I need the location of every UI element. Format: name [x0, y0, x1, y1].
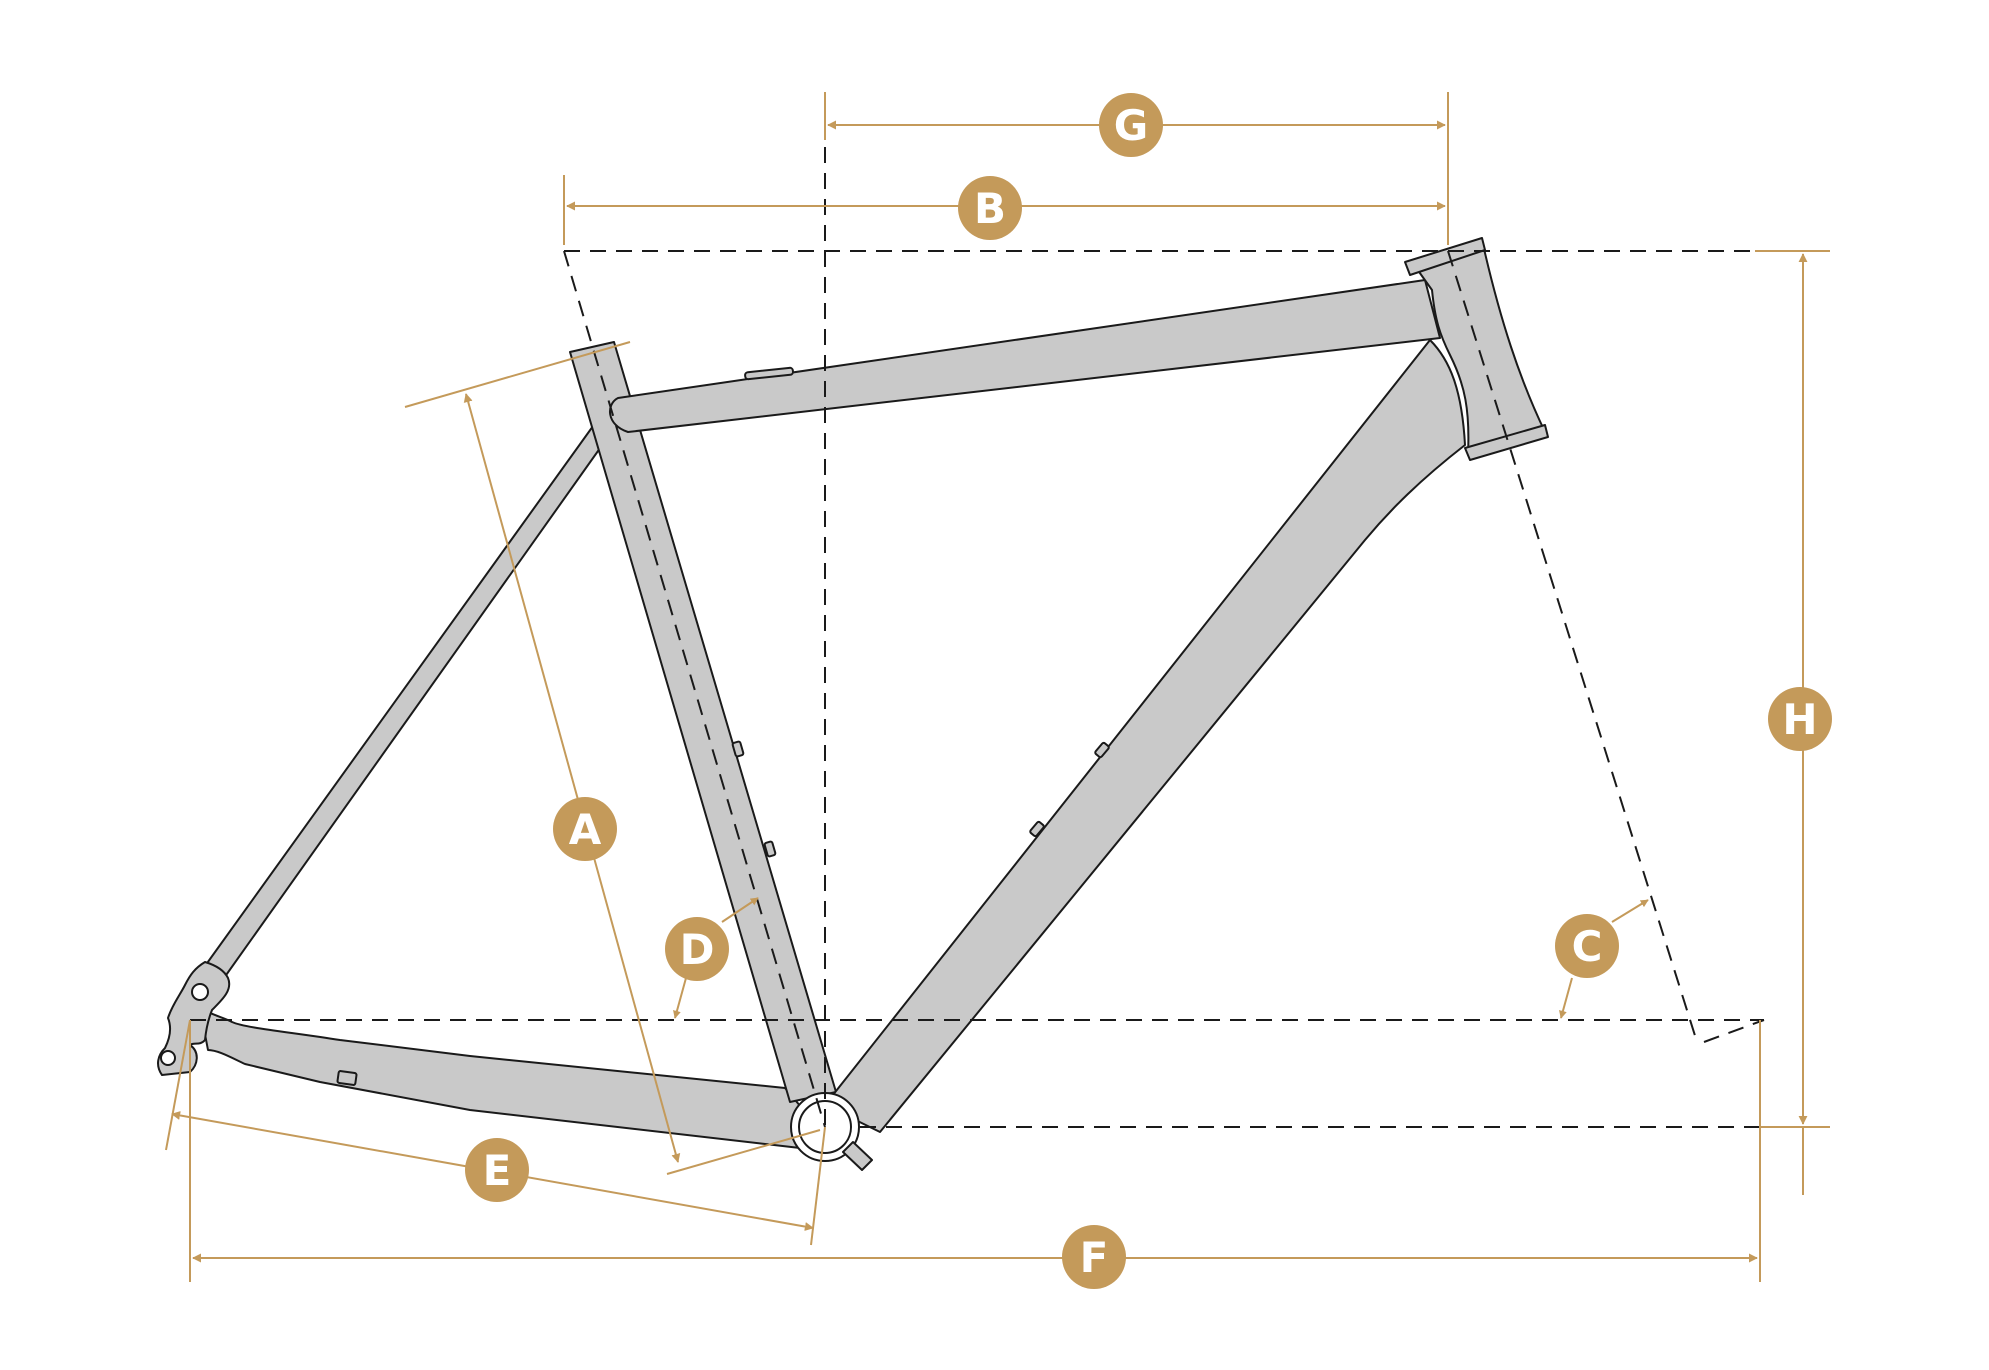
fork-offset-line	[1703, 1019, 1765, 1043]
bike-frame	[157, 237, 1549, 1171]
label-c-text: C	[1572, 922, 1603, 971]
top-tube	[609, 279, 1441, 433]
down-tube	[824, 339, 1466, 1133]
label-g-badge: G	[1099, 93, 1163, 157]
extension-e-left	[165, 1019, 191, 1151]
angle-c-pointer-upper	[1611, 899, 1649, 923]
dimension-a	[463, 393, 681, 1163]
label-d-badge: D	[665, 917, 729, 981]
label-a-text: A	[569, 805, 602, 854]
seat-tube-bottle-boss-lower	[763, 840, 777, 858]
angle-c-pointer-lower	[1559, 977, 1573, 1019]
label-a-badge: A	[553, 797, 617, 861]
head-tube	[1411, 239, 1546, 456]
angle-d-pointer-upper	[721, 897, 759, 923]
down-tube-boss-lower	[1029, 820, 1045, 838]
angle-d-pointer-lower	[673, 977, 687, 1019]
label-e-badge: E	[465, 1138, 529, 1202]
chainstay-bridge-boss	[336, 1070, 358, 1086]
label-e-text: E	[483, 1146, 512, 1195]
bottom-bracket-tab	[842, 1141, 873, 1171]
label-g-text: G	[1114, 101, 1148, 150]
label-b-text: B	[974, 184, 1006, 233]
label-c-badge: C	[1555, 914, 1619, 978]
seat-stay	[204, 407, 621, 979]
headset-bottom-cup	[1464, 424, 1549, 461]
seat-tube-bottle-boss-upper	[731, 740, 745, 758]
seat-tube-extension	[563, 250, 826, 1128]
steering-axis	[1447, 250, 1698, 1043]
label-f-badge: F	[1062, 1225, 1126, 1289]
down-tube-boss-upper	[1094, 741, 1110, 759]
label-h-text: H	[1782, 695, 1817, 744]
top-tube-cable-guide	[744, 366, 794, 381]
label-b-badge: B	[958, 176, 1022, 240]
seat-tube	[569, 341, 837, 1103]
dimension-labels: G B H A D C E F	[465, 93, 1832, 1289]
dropout-hole-lower	[160, 1050, 176, 1066]
reference-lines	[190, 95, 1765, 1128]
label-h-badge: H	[1768, 687, 1832, 751]
label-d-text: D	[680, 925, 715, 974]
extension-a-top	[404, 341, 631, 408]
rear-dropout	[157, 961, 231, 1076]
dropout-hole-upper	[191, 983, 209, 1001]
label-f-text: F	[1080, 1233, 1109, 1282]
chainstay	[199, 1007, 813, 1149]
